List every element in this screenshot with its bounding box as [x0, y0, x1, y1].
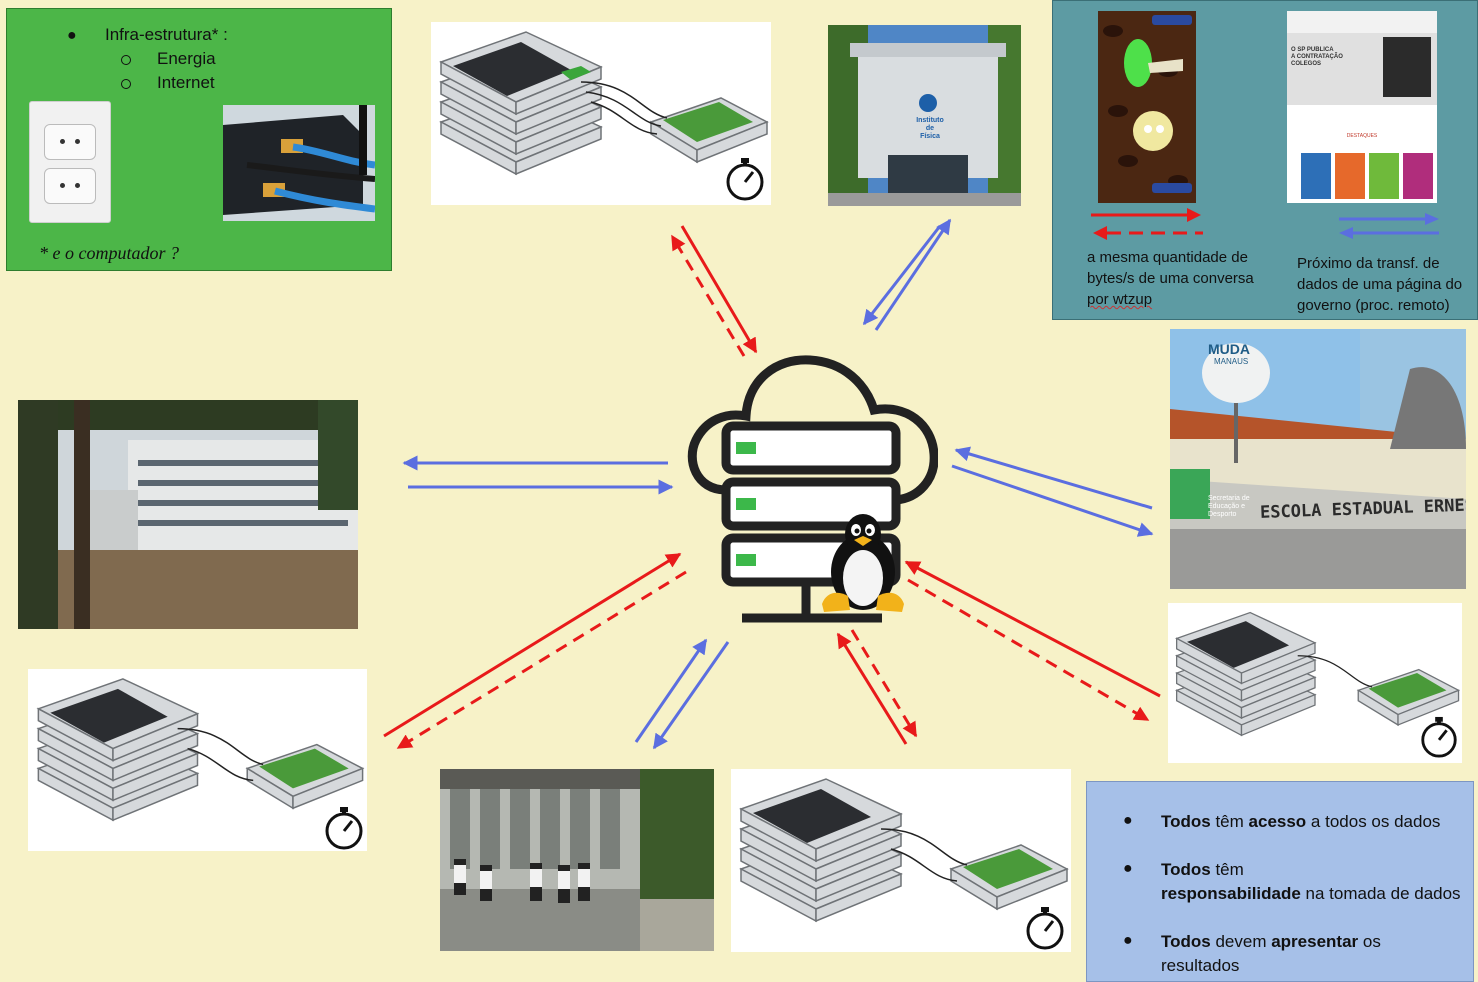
physics-sign-line: Física	[920, 133, 940, 140]
blue-arrows-icon	[1339, 213, 1439, 239]
balloon-subtext: MANAUS	[1214, 357, 1249, 366]
principles-panel: ● Todos têm acesso a todos os dados ● To…	[1086, 781, 1474, 982]
site-headline-line: A CONTRATAÇÃO	[1291, 54, 1343, 60]
bullet: ●	[1123, 932, 1133, 949]
power-socket-icon	[29, 101, 111, 223]
router-icon	[223, 105, 376, 221]
school-yard-photo	[18, 400, 358, 629]
principle-item: Todos devem apresentar os resultados	[1161, 932, 1381, 975]
state-school-photo: MUDA MANAUS Secretaria de Educação e Des…	[1170, 329, 1466, 589]
bullet: ●	[1123, 812, 1133, 829]
red-arrows-icon	[1091, 208, 1203, 240]
infra-item-internet: Internet	[157, 73, 215, 92]
physics-building-photo: Instituto de Física	[828, 25, 1021, 206]
sub-bullet	[121, 79, 131, 89]
phone-screenshot	[1098, 11, 1196, 203]
bullet: ●	[67, 27, 77, 44]
gov-website-screenshot: O SP PUBLICA A CONTRATAÇÃO COLEGOS DESTA…	[1287, 11, 1437, 203]
sensor-box-photo	[431, 22, 771, 205]
infra-note: * e o computador ?	[39, 243, 179, 263]
plate-line: Desporto	[1208, 511, 1237, 518]
balloon-text: MUDA	[1208, 341, 1250, 357]
site-section-title: DESTAQUES	[1346, 133, 1378, 139]
sensor-box-photo	[1168, 603, 1462, 763]
principle-item: Todos têm responsabilidade na tomada de …	[1161, 860, 1461, 903]
site-headline-line: COLEGOS	[1291, 61, 1322, 67]
physics-sign-line: de	[925, 125, 935, 132]
site-headline-line: O SP PUBLICA	[1291, 47, 1334, 53]
infra-item-energia: Energia	[157, 49, 216, 68]
bullet: ●	[1123, 860, 1133, 877]
right-caption-line: governo (proc. remoto)	[1297, 297, 1450, 314]
students-photo	[440, 769, 714, 951]
plate-line: Secretaria de	[1208, 495, 1250, 502]
data-rate-panel: O SP PUBLICA A CONTRATAÇÃO COLEGOS DESTA…	[1052, 0, 1478, 320]
infra-panel: ● Infra-estrutura* : Energia Internet * …	[6, 8, 392, 271]
left-caption-line: bytes/s de uma conversa	[1087, 270, 1254, 287]
infra-title: Infra-estrutura* :	[105, 25, 228, 44]
left-caption-line: a mesma quantidade de	[1087, 249, 1248, 266]
linux-penguin-icon	[822, 514, 904, 612]
sensor-box-photo	[731, 769, 1071, 952]
cloud-server-icon	[687, 355, 938, 623]
sub-bullet	[121, 55, 131, 65]
stopwatch-icon	[325, 807, 363, 850]
right-caption-line: dados de uma página do	[1297, 276, 1463, 293]
plate-line: Educação e	[1208, 503, 1245, 510]
principle-item: Todos têm acesso a todos os dados	[1161, 812, 1441, 831]
sensor-box-photo	[28, 669, 367, 851]
stopwatch-icon	[1026, 907, 1064, 950]
left-caption-line: por wtzup	[1087, 291, 1153, 308]
right-caption-line: Próximo da transf. de	[1297, 255, 1440, 272]
stopwatch-icon	[726, 158, 764, 201]
physics-sign-line: Instituto	[916, 117, 944, 124]
stopwatch-icon	[1421, 716, 1457, 758]
